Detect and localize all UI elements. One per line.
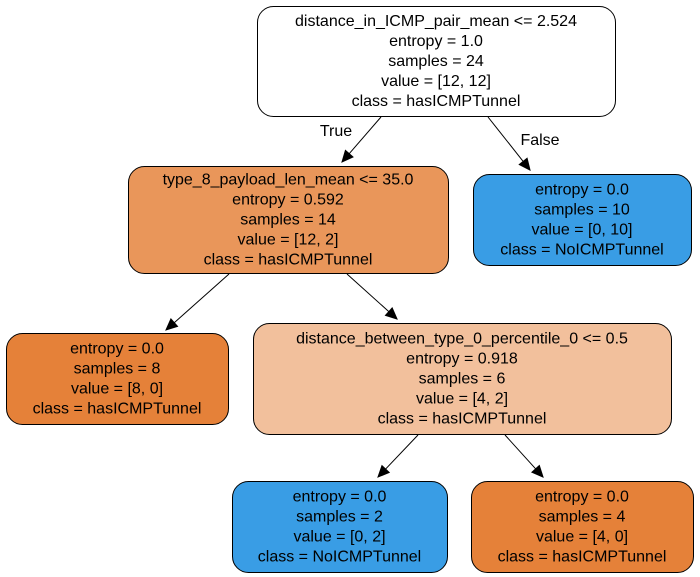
edge-n4-n5 bbox=[377, 434, 419, 478]
node-entropy-line: entropy = 0.0 bbox=[535, 489, 629, 506]
node-class-line: class = hasICMPTunnel bbox=[204, 252, 373, 269]
node-value-line: value = [12, 2] bbox=[238, 232, 339, 249]
nodes-layer: distance_in_ICMP_pair_mean <= 2.524 entro… bbox=[6, 6, 694, 573]
node-value-line: value = [4, 0] bbox=[536, 529, 628, 546]
node-value-line: value = [8, 0] bbox=[71, 381, 163, 398]
tree-node-n6: entropy = 0.0 samples = 4 value = [4, 0] cl… bbox=[471, 481, 694, 573]
arrow-head bbox=[531, 464, 544, 478]
node-split-rule: distance_between_type_0_percentile_0 <= … bbox=[296, 331, 628, 348]
arrow-head bbox=[518, 157, 531, 171]
edge-n0-n2: False bbox=[487, 116, 560, 171]
node-entropy-line: entropy = 0.0 bbox=[70, 341, 164, 358]
node-split-rule: distance_in_ICMP_pair_mean <= 2.524 bbox=[295, 13, 577, 30]
tree-node-n3: entropy = 0.0 samples = 8 value = [8, 0] cl… bbox=[6, 333, 229, 425]
node-box bbox=[128, 166, 449, 274]
edge-line bbox=[173, 273, 230, 324]
node-box bbox=[473, 174, 692, 266]
edge-n1-n3 bbox=[165, 273, 230, 331]
edge-line bbox=[504, 434, 536, 470]
edge-label-true: True bbox=[320, 123, 352, 140]
edge-line bbox=[346, 273, 390, 313]
node-samples-line: samples = 4 bbox=[539, 509, 626, 526]
node-entropy-line: entropy = 0.0 bbox=[293, 489, 387, 506]
tree-node-n4: distance_between_type_0_percentile_0 <= … bbox=[253, 323, 672, 435]
tree-node-n5: entropy = 0.0 samples = 2 value = [0, 2] cl… bbox=[232, 481, 448, 573]
node-samples-line: samples = 14 bbox=[240, 212, 336, 229]
node-entropy-line: entropy = 0.918 bbox=[406, 351, 518, 368]
tree-node-n0: distance_in_ICMP_pair_mean <= 2.524 entro… bbox=[257, 6, 616, 117]
node-class-line: class = NoICMPTunnel bbox=[258, 549, 421, 566]
edge-label-false: False bbox=[520, 132, 559, 149]
node-box bbox=[232, 481, 448, 573]
arrow-head bbox=[165, 318, 179, 331]
edge-n0-n1: True bbox=[320, 116, 382, 163]
edge-n1-n4 bbox=[346, 273, 398, 320]
node-samples-line: samples = 10 bbox=[534, 202, 630, 219]
node-class-line: class = hasICMPTunnel bbox=[498, 549, 667, 566]
node-class-line: class = NoICMPTunnel bbox=[500, 242, 663, 259]
node-class-line: class = hasICMPTunnel bbox=[33, 401, 202, 418]
node-samples-line: samples = 24 bbox=[388, 53, 484, 70]
node-entropy-line: entropy = 0.592 bbox=[232, 192, 344, 209]
node-box bbox=[253, 323, 672, 435]
node-box bbox=[6, 333, 229, 425]
node-value-line: value = [4, 2] bbox=[416, 391, 508, 408]
node-box bbox=[471, 481, 694, 573]
node-box bbox=[257, 6, 616, 117]
tree-node-n1: type_8_payload_len_mean <= 35.0 entropy =… bbox=[128, 166, 449, 274]
arrow-head bbox=[384, 307, 398, 320]
edge-line bbox=[348, 116, 382, 155]
node-entropy-line: entropy = 1.0 bbox=[389, 33, 483, 50]
node-split-rule: type_8_payload_len_mean <= 35.0 bbox=[163, 172, 414, 189]
node-class-line: class = hasICMPTunnel bbox=[352, 93, 521, 110]
arrow-head bbox=[341, 149, 354, 163]
node-entropy-line: entropy = 0.0 bbox=[535, 182, 629, 199]
edge-n4-n6 bbox=[504, 434, 544, 478]
node-samples-line: samples = 8 bbox=[74, 361, 161, 378]
node-samples-line: samples = 2 bbox=[296, 509, 383, 526]
edge-line bbox=[385, 434, 419, 470]
node-value-line: value = [0, 2] bbox=[293, 529, 385, 546]
edge-line bbox=[487, 116, 524, 162]
node-value-line: value = [0, 10] bbox=[532, 222, 633, 239]
node-class-line: class = hasICMPTunnel bbox=[378, 411, 547, 428]
tree-node-n2: entropy = 0.0 samples = 10 value = [0, 10]… bbox=[473, 174, 692, 266]
node-samples-line: samples = 6 bbox=[419, 371, 506, 388]
node-value-line: value = [12, 12] bbox=[381, 73, 491, 90]
arrow-head bbox=[377, 464, 391, 478]
